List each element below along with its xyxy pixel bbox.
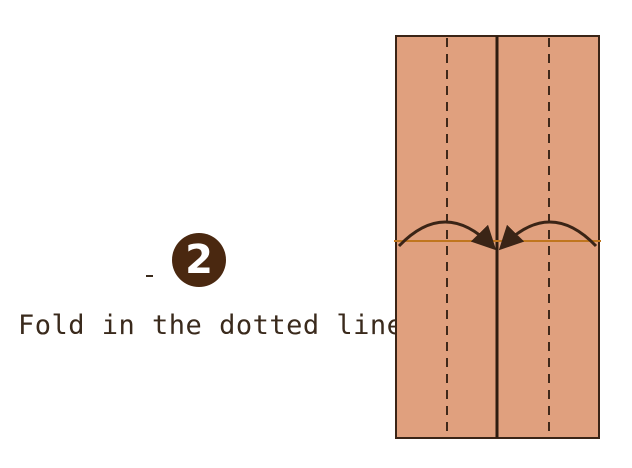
step-number-badge: 2 [172,233,226,287]
fold-arrow-left-icon [397,220,497,251]
step-number: 2 [185,237,213,283]
instruction-text: Fold in the dotted line [18,310,404,341]
fold-arrow-right-icon [498,220,598,251]
step-marker-dash [146,275,153,277]
